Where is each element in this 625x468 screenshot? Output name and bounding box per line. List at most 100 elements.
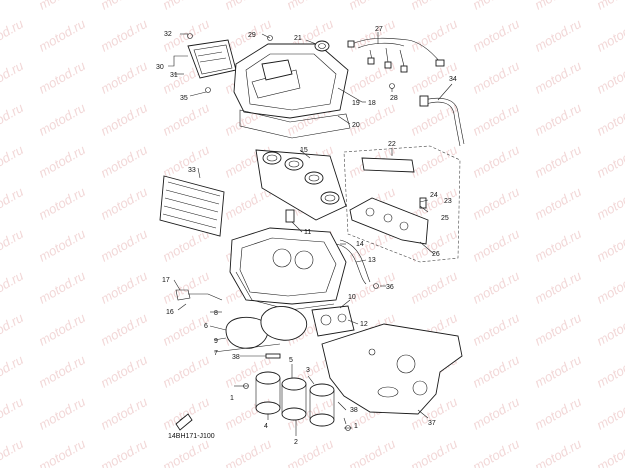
watermark-text: motod.ru bbox=[470, 142, 522, 181]
watermark-text: motod.ru bbox=[36, 100, 88, 139]
watermark-text: motod.ru bbox=[36, 184, 88, 223]
watermark-text: motod.ru bbox=[0, 310, 26, 349]
watermark-text: motod.ru bbox=[98, 394, 150, 433]
watermark-text: motod.ru bbox=[36, 16, 88, 55]
callout-16: 16 bbox=[166, 309, 174, 316]
watermark-text: motod.ru bbox=[98, 142, 150, 181]
watermark-text: motod.ru bbox=[160, 352, 212, 391]
watermark-text: motod.ru bbox=[408, 268, 460, 307]
watermark-text: motod.ru bbox=[160, 0, 212, 13]
callout-27: 27 bbox=[375, 26, 383, 33]
part-airbox-lower bbox=[229, 227, 347, 311]
watermark-text: motod.ru bbox=[36, 394, 88, 433]
watermark-text: motod.ru bbox=[0, 184, 26, 223]
watermark-text: motod.ru bbox=[594, 184, 625, 223]
watermark-text: motod.ru bbox=[470, 100, 522, 139]
watermark-text: motod.ru bbox=[594, 310, 625, 349]
watermark-text: motod.ru bbox=[222, 436, 274, 468]
watermark-text: motod.ru bbox=[594, 268, 625, 307]
watermark-text: motod.ru bbox=[98, 436, 150, 468]
watermark-text: motod.ru bbox=[470, 226, 522, 265]
watermark-text: motod.ru bbox=[594, 0, 625, 13]
callout-1b: 1 bbox=[354, 423, 358, 430]
watermark-text: motod.ru bbox=[98, 100, 150, 139]
callout-28: 28 bbox=[390, 95, 398, 102]
callout-11: 11 bbox=[304, 229, 311, 236]
watermark-text: motod.ru bbox=[98, 268, 150, 307]
watermark-text: motod.ru bbox=[98, 226, 150, 265]
watermark-text: motod.ru bbox=[532, 394, 584, 433]
part-sensor-11 bbox=[285, 209, 295, 223]
callout-32: 32 bbox=[164, 31, 172, 38]
watermark-text: motod.ru bbox=[532, 268, 584, 307]
watermark-text: motod.ru bbox=[0, 394, 26, 433]
watermark-text: motod.ru bbox=[160, 394, 212, 433]
callout-5: 5 bbox=[289, 357, 293, 364]
leader-lines bbox=[168, 32, 453, 436]
part-gasket bbox=[225, 306, 308, 349]
callout-20: 20 bbox=[352, 122, 360, 129]
watermark-text: motod.ru bbox=[532, 226, 584, 265]
part-pin-38 bbox=[265, 353, 281, 359]
diagram-code: 14BH171-J100 bbox=[168, 433, 215, 440]
watermark-text: motod.ru bbox=[98, 310, 150, 349]
watermark-text: motod.ru bbox=[594, 100, 625, 139]
watermark-text: motod.ru bbox=[594, 142, 625, 181]
watermark-text: motod.ru bbox=[346, 0, 398, 13]
watermark-text: motod.ru bbox=[470, 58, 522, 97]
watermark-text: motod.ru bbox=[594, 16, 625, 55]
watermark-text: motod.ru bbox=[408, 16, 460, 55]
watermark-text: motod.ru bbox=[0, 352, 26, 391]
callout-12: 12 bbox=[360, 321, 368, 328]
callout-30: 30 bbox=[156, 64, 164, 71]
watermark-text: motod.ru bbox=[408, 436, 460, 468]
callout-10: 10 bbox=[348, 294, 356, 301]
watermark-text: motod.ru bbox=[160, 268, 212, 307]
watermark-text: motod.ru bbox=[346, 16, 398, 55]
watermark-text: motod.ru bbox=[532, 436, 584, 468]
callout-4: 4 bbox=[264, 423, 268, 430]
callout-1a: 1 bbox=[230, 395, 234, 402]
callout-22: 22 bbox=[388, 141, 396, 148]
watermark-text: motod.ru bbox=[98, 352, 150, 391]
part-large-gasket bbox=[321, 323, 463, 415]
watermark-text: motod.ru bbox=[36, 436, 88, 468]
watermark-text: motod.ru bbox=[0, 100, 26, 139]
watermark-text: motod.ru bbox=[532, 184, 584, 223]
callout-18: 18 bbox=[368, 100, 376, 107]
callout-labels: 1 1 2 3 4 5 6 7 8 9 10 11 12 13 14 15 16… bbox=[156, 26, 457, 446]
watermark-text: motod.ru bbox=[98, 16, 150, 55]
callout-6: 6 bbox=[204, 323, 208, 330]
watermark-text: motod.ru bbox=[36, 58, 88, 97]
watermark-text: motod.ru bbox=[470, 184, 522, 223]
part-intake-funnels bbox=[255, 371, 335, 427]
part-airbox-cover bbox=[233, 43, 351, 139]
part-valve-assembly bbox=[311, 305, 355, 337]
watermark-text: motod.ru bbox=[470, 0, 522, 13]
watermark-text: motod.ru bbox=[36, 142, 88, 181]
watermark-text: motod.ru bbox=[594, 226, 625, 265]
watermark-text: motod.ru bbox=[160, 100, 212, 139]
callout-38b: 38 bbox=[350, 407, 358, 414]
watermark-text: motod.ru bbox=[532, 0, 584, 13]
watermark-text: motod.ru bbox=[36, 352, 88, 391]
watermark-text: motod.ru bbox=[594, 352, 625, 391]
watermark-text: motod.ru bbox=[98, 58, 150, 97]
callout-21: 21 bbox=[294, 35, 302, 42]
callout-38a: 38 bbox=[232, 354, 240, 361]
watermark-text: motod.ru bbox=[408, 0, 460, 13]
part-air-filter bbox=[159, 175, 225, 237]
callout-29: 29 bbox=[248, 32, 256, 39]
watermark-text: motod.ru bbox=[594, 58, 625, 97]
callout-7: 7 bbox=[214, 350, 218, 357]
watermark-text: motod.ru bbox=[532, 100, 584, 139]
callout-3: 3 bbox=[306, 367, 310, 374]
callout-37: 37 bbox=[428, 420, 436, 427]
watermark-text: motod.ru bbox=[470, 436, 522, 468]
callout-9: 9 bbox=[214, 338, 218, 345]
watermark-text: motod.ru bbox=[0, 58, 26, 97]
watermark-text: motod.ru bbox=[532, 16, 584, 55]
watermark-text: motod.ru bbox=[594, 436, 625, 468]
watermark-text: motod.ru bbox=[0, 268, 26, 307]
watermark-text: motod.ru bbox=[470, 310, 522, 349]
